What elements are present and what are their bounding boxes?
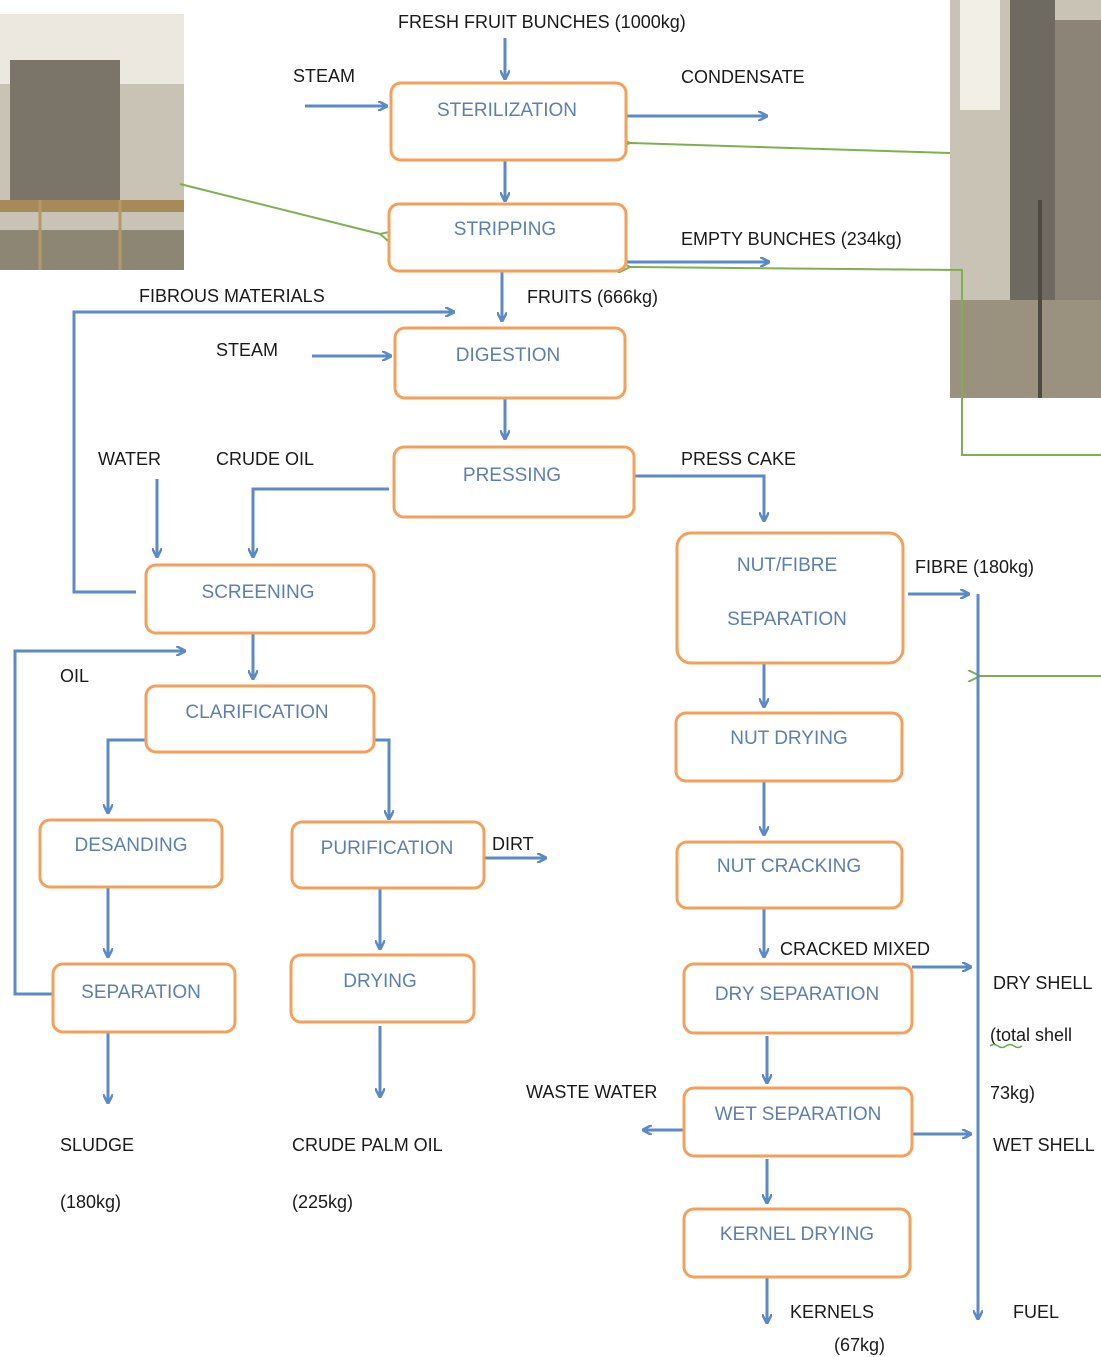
box-kernel-drying: KERNEL DRYING [682, 1207, 912, 1279]
label-dirt: DIRT [492, 834, 534, 854]
box-screening: SCREENING [144, 563, 376, 635]
photo-pointers [179, 143, 1101, 676]
box-sterilization: STERILIZATION [389, 81, 628, 162]
box-label-kernel-drying: KERNEL DRYING [720, 1224, 874, 1245]
flow-arrows [13, 38, 978, 1322]
box-label-nut-fibre-line2: SEPARATION [727, 609, 847, 630]
label-cracked-mixed: CRACKED MIXED [780, 939, 930, 959]
box-label-stripping: STRIPPING [454, 219, 556, 240]
label-press-cake: PRESS CAKE [681, 449, 796, 469]
box-label-clarification: CLARIFICATION [185, 702, 328, 723]
label-total-shell-b: 73kg) [990, 1083, 1035, 1103]
box-dry-separation: DRY SEPARATION [682, 962, 914, 1035]
box-label-wet-separation: WET SEPARATION [715, 1104, 882, 1125]
label-total-shell-a: (total shell [990, 1025, 1072, 1045]
label-dry-shell: DRY SHELL [993, 973, 1092, 993]
label-cpo-qty: (225kg) [292, 1192, 353, 1212]
box-nut-fibre-separation: NUT/FIBRE SEPARATION [675, 531, 905, 665]
label-ffb: FRESH FRUIT BUNCHES (1000kg) [398, 12, 686, 32]
box-clarification: CLARIFICATION [144, 684, 376, 754]
box-label-sterilization: STERILIZATION [437, 100, 577, 121]
label-fruits: FRUITS (666kg) [527, 287, 658, 307]
label-oil: OIL [60, 666, 89, 686]
box-label-digestion: DIGESTION [456, 345, 561, 366]
box-label-dry-separation: DRY SEPARATION [715, 984, 879, 1005]
label-sludge-qty: (180kg) [60, 1192, 121, 1212]
right-factory-photo [950, 0, 1101, 398]
box-label-desanding: DESANDING [75, 835, 188, 856]
box-label-purification: PURIFICATION [321, 838, 454, 859]
label-steam-top: STEAM [293, 66, 355, 86]
label-fuel: FUEL [1013, 1302, 1059, 1322]
pointer-right-photo-top [630, 143, 951, 154]
label-wet-shell: WET SHELL [993, 1135, 1095, 1155]
left-factory-photo [0, 14, 184, 270]
label-sludge: SLUDGE [60, 1135, 134, 1155]
box-label-separation: SEPARATION [81, 982, 201, 1003]
label-fibrous-materials: FIBROUS MATERIALS [139, 286, 325, 306]
box-label-nut-drying: NUT DRYING [730, 728, 848, 749]
spellcheck-underline [989, 1043, 1023, 1049]
box-label-nut-fibre-line1: NUT/FIBRE [737, 555, 837, 576]
label-kernels: KERNELS [790, 1302, 874, 1322]
label-cpo: CRUDE PALM OIL [292, 1135, 443, 1155]
box-purification: PURIFICATION [290, 820, 486, 890]
box-label-drying: DRYING [343, 971, 417, 992]
label-waste-water: WASTE WATER [526, 1082, 657, 1102]
box-pressing: PRESSING [392, 445, 636, 519]
label-fibre: FIBRE (180kg) [915, 557, 1034, 577]
stream-labels: FRESH FRUIT BUNCHES (1000kg) STEAM CONDE… [60, 12, 1095, 1355]
box-nut-cracking: NUT CRACKING [675, 840, 904, 910]
box-label-nut-cracking: NUT CRACKING [717, 856, 861, 877]
box-stripping: STRIPPING [387, 202, 628, 273]
box-wet-separation: WET SEPARATION [682, 1086, 914, 1158]
label-crude-oil: CRUDE OIL [216, 449, 314, 469]
box-nut-drying: NUT DRYING [674, 711, 904, 783]
box-separation: SEPARATION [51, 962, 237, 1034]
pointer-right-photo-mid [630, 267, 1101, 456]
box-digestion: DIGESTION [393, 326, 627, 400]
box-desanding: DESANDING [38, 818, 224, 889]
label-kernels-qty: (67kg) [834, 1335, 885, 1355]
label-condensate: CONDENSATE [681, 67, 805, 87]
pointer-left-photo [179, 183, 380, 234]
label-water: WATER [98, 449, 161, 469]
label-steam-mid: STEAM [216, 340, 278, 360]
box-label-screening: SCREENING [202, 582, 315, 603]
box-drying: DRYING [289, 953, 476, 1024]
label-empty-bunches: EMPTY BUNCHES (234kg) [681, 229, 902, 249]
box-label-pressing: PRESSING [463, 465, 561, 486]
